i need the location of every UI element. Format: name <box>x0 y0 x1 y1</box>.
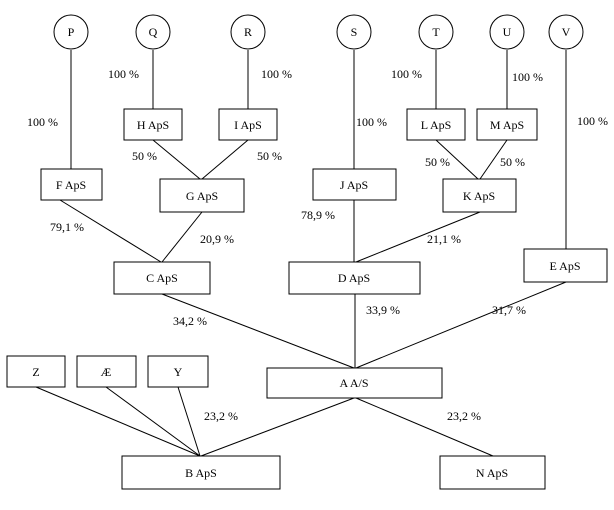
share-label-V-E: 100 % <box>577 114 608 128</box>
share-label-I-G: 50 % <box>257 149 282 163</box>
company-node-A: A A/S <box>266 367 443 399</box>
person-node-P: P <box>53 14 89 50</box>
company-label: K ApS <box>463 189 495 203</box>
company-node-K: K ApS <box>442 178 517 213</box>
company-label: F ApS <box>56 178 86 192</box>
company-node-H: H ApS <box>123 108 183 141</box>
person-label: Q <box>149 25 158 39</box>
person-label: S <box>351 25 358 39</box>
edges <box>35 50 567 457</box>
edge-E-A <box>355 281 567 369</box>
company-label: N ApS <box>476 466 508 480</box>
company-label: Z <box>32 365 39 379</box>
company-node-F: F ApS <box>40 168 103 201</box>
company-label: D ApS <box>338 271 370 285</box>
person-node-T: T <box>418 14 454 50</box>
company-label: M ApS <box>490 118 524 132</box>
company-node-C: C ApS <box>113 261 211 295</box>
share-label-Q-H: 100 % <box>108 67 139 81</box>
company-node-J: J ApS <box>312 168 397 201</box>
share-label-U-M: 100 % <box>512 70 543 84</box>
edge-Y-B <box>177 386 201 457</box>
company-label: Æ <box>101 365 112 379</box>
company-node-D: D ApS <box>288 261 421 295</box>
edge-F-C <box>59 199 162 263</box>
share-label-C-A: 34,2 % <box>173 314 207 328</box>
person-label: T <box>432 25 440 39</box>
share-label-J-D: 78,9 % <box>301 208 335 222</box>
share-label-A-N: 23,2 % <box>447 409 481 423</box>
company-label: J ApS <box>340 178 368 192</box>
edge-K-D <box>355 211 481 263</box>
share-label-L-K: 50 % <box>425 155 450 169</box>
person-nodes: P Q R S T U V <box>53 14 584 50</box>
share-label-K-D: 21,1 % <box>427 232 461 246</box>
person-label: V <box>562 25 571 39</box>
company-node-N: N ApS <box>439 455 546 490</box>
edge-M-K <box>479 139 508 180</box>
company-node-B: B ApS <box>121 455 281 490</box>
person-node-R: R <box>230 14 266 50</box>
edge-A-N <box>355 397 494 457</box>
share-label-D-A: 33,9 % <box>366 303 400 317</box>
edge-G-C <box>161 211 203 263</box>
company-label: A A/S <box>339 376 368 390</box>
company-label: E ApS <box>549 259 580 273</box>
company-node-Z: Z <box>6 355 66 388</box>
person-label: U <box>503 25 512 39</box>
company-node-Y: Y <box>147 355 209 388</box>
share-label-A-B: 23,2 % <box>204 409 238 423</box>
person-node-U: U <box>489 14 525 50</box>
share-label-G-C: 20,9 % <box>200 232 234 246</box>
person-node-S: S <box>336 14 372 50</box>
share-label-E-A: 31,7 % <box>492 303 526 317</box>
share-label-R-I: 100 % <box>261 67 292 81</box>
company-label: Y <box>174 365 183 379</box>
person-node-Q: Q <box>135 14 171 50</box>
company-node-E: E ApS <box>523 248 608 283</box>
company-label: G ApS <box>186 189 218 203</box>
person-label: R <box>244 25 252 39</box>
edge-A-B <box>200 397 355 457</box>
company-label: C ApS <box>146 271 178 285</box>
share-label-S-J: 100 % <box>356 115 387 129</box>
edge-Z-B <box>35 386 201 457</box>
share-label-T-L: 100 % <box>391 67 422 81</box>
edge-L-K <box>435 139 479 180</box>
company-label: B ApS <box>185 466 217 480</box>
company-label: L ApS <box>421 118 452 132</box>
company-nodes: H ApS I ApS L ApS M ApS F ApS G ApS J Ap… <box>6 108 608 490</box>
company-label: I ApS <box>234 118 262 132</box>
share-label-H-G: 50 % <box>132 149 157 163</box>
edge-AE-B <box>105 386 201 457</box>
person-node-V: V <box>548 14 584 50</box>
share-label-P-F: 100 % <box>27 115 58 129</box>
company-node-M: M ApS <box>476 108 538 141</box>
company-node-I: I ApS <box>218 108 278 141</box>
edge-I-G <box>201 139 249 180</box>
company-node-G: G ApS <box>159 178 245 213</box>
edge-C-A <box>161 293 355 369</box>
edge-H-G <box>152 139 201 180</box>
share-labels: 100 % 100 % 100 % 100 % 100 % 100 % 100 … <box>27 67 608 423</box>
share-label-M-K: 50 % <box>500 155 525 169</box>
company-label: H ApS <box>137 118 169 132</box>
company-node-AE: Æ <box>76 355 137 388</box>
company-node-L: L ApS <box>406 108 466 141</box>
person-label: P <box>68 25 75 39</box>
share-label-F-C: 79,1 % <box>50 220 84 234</box>
